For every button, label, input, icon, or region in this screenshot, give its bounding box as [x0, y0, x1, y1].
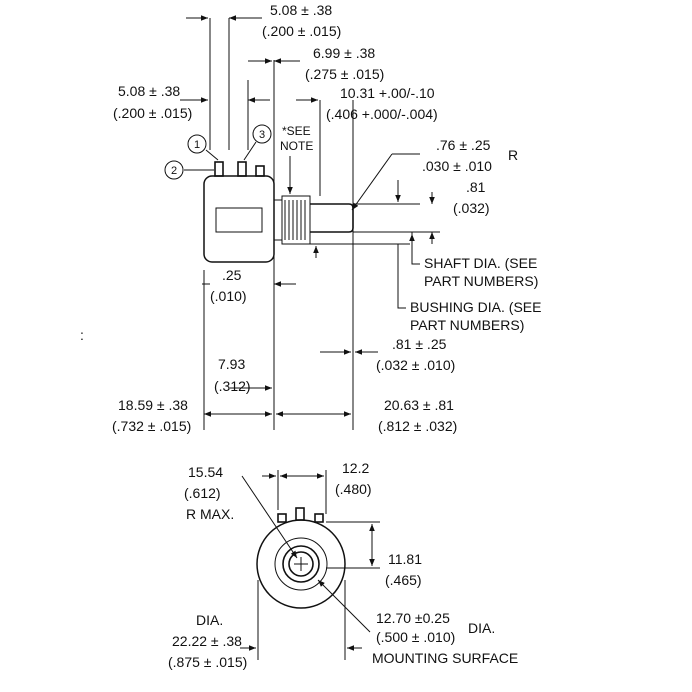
radius: .76 ± .25 [436, 137, 491, 153]
stray-mark: : [80, 327, 84, 343]
dim-bushing-in: (.312) [214, 378, 251, 394]
dim-body-in: (.732 ± .015) [112, 418, 191, 434]
terminal-2 [255, 165, 265, 177]
dim-height-in: (.465) [385, 572, 422, 588]
dim-width-in: (.480) [335, 481, 372, 497]
dim-shaft-in: (.812 ± .032) [378, 418, 457, 434]
front-view-labels: 15.54 (.612) R MAX. 12.2 (.480) 11.81 (.… [168, 460, 518, 670]
bushing-dia-leader [397, 244, 406, 309]
pot-body [203, 175, 275, 263]
front-terminal-2 [295, 507, 305, 521]
callout-2: 2 [171, 165, 177, 177]
callout-circle-3 [252, 124, 272, 144]
callout-3: 3 [259, 129, 265, 141]
mount-nut [273, 199, 283, 241]
dim-height: 11.81 [388, 551, 422, 567]
mount: 12.70 ±0.25 [376, 610, 450, 626]
extension-lines [203, 18, 354, 430]
see-note-2: NOTE [280, 139, 313, 153]
dim-flat: .81 ± .25 [392, 336, 447, 352]
bushing [281, 195, 311, 245]
shaft-dia-2: PART NUMBERS) [424, 273, 538, 289]
dia-label: DIA. [196, 612, 223, 628]
dia: 22.22 ± .38 [172, 633, 242, 649]
bushing-dia-1: BUSHING DIA. (SEE [410, 299, 541, 315]
side-view-labels: 5.08 ± .38 (.200 ± .015) 6.99 ± .38 (.27… [80, 2, 541, 434]
dim-shaft-len-in: (.406 +.000/-.004) [326, 106, 438, 122]
front-ext-lines [257, 470, 380, 660]
dim-bushing: 7.93 [218, 356, 245, 372]
front-terminal-1 [277, 513, 287, 523]
dim-shaft-len: 10.31 +.00/-.10 [340, 85, 435, 101]
bushing-circle [282, 545, 320, 583]
dim-flat-in: (.032 ± .010) [376, 357, 455, 373]
dim-top-1-in: (.200 ± .015) [262, 23, 341, 39]
dim-gap: .25 [222, 267, 242, 283]
dim-width: 12.2 [342, 460, 369, 476]
shaft [310, 203, 354, 233]
radius-max-label: R MAX. [186, 506, 234, 522]
shaft-dia-1: SHAFT DIA. (SEE [424, 255, 537, 271]
dim-top-2: 6.99 ± .38 [313, 45, 375, 61]
dim-shaft: 20.63 ± .81 [384, 397, 454, 413]
body-slot [215, 207, 263, 233]
dia-in: (.875 ± .015) [168, 654, 247, 670]
radius-r: R [508, 147, 518, 163]
shaft-circle [288, 551, 314, 577]
dim-top-1: 5.08 ± .38 [270, 2, 332, 18]
mount-dia: DIA. [468, 620, 495, 636]
front-terminal-3 [314, 513, 324, 523]
callout-circle-1 [187, 134, 207, 154]
dim-body: 18.59 ± .38 [118, 397, 188, 413]
bushing-dia-2: PART NUMBERS) [410, 317, 524, 333]
callout-circle-2 [164, 160, 184, 180]
mount-label: MOUNTING SURFACE [372, 650, 518, 666]
extension-lines-h [310, 203, 440, 245]
shaft-center [294, 557, 308, 571]
side-view [164, 15, 440, 430]
front-view [240, 470, 380, 660]
mount-in: (.500 ± .010) [376, 629, 455, 645]
chamfer-in: (.032) [453, 200, 490, 216]
chamfer: .81 [466, 179, 486, 195]
callout-1: 1 [194, 139, 200, 151]
dim-gap-in: (.010) [210, 288, 247, 304]
dim-left-1: 5.08 ± .38 [118, 83, 180, 99]
radius-max: 15.54 [188, 464, 223, 480]
radius-max-in: (.612) [184, 485, 221, 501]
dim-left-1-in: (.200 ± .015) [113, 105, 192, 121]
bushing-thread [284, 200, 306, 240]
radius-in: .030 ± .010 [422, 158, 492, 174]
see-note-1: *SEE [282, 124, 311, 138]
terminal-1 [214, 161, 224, 177]
shaft-dia-leader [411, 232, 420, 265]
dim-top-2-in: (.275 ± .015) [305, 66, 384, 82]
terminal-3 [237, 161, 247, 177]
mount-surface-circle [274, 537, 328, 591]
